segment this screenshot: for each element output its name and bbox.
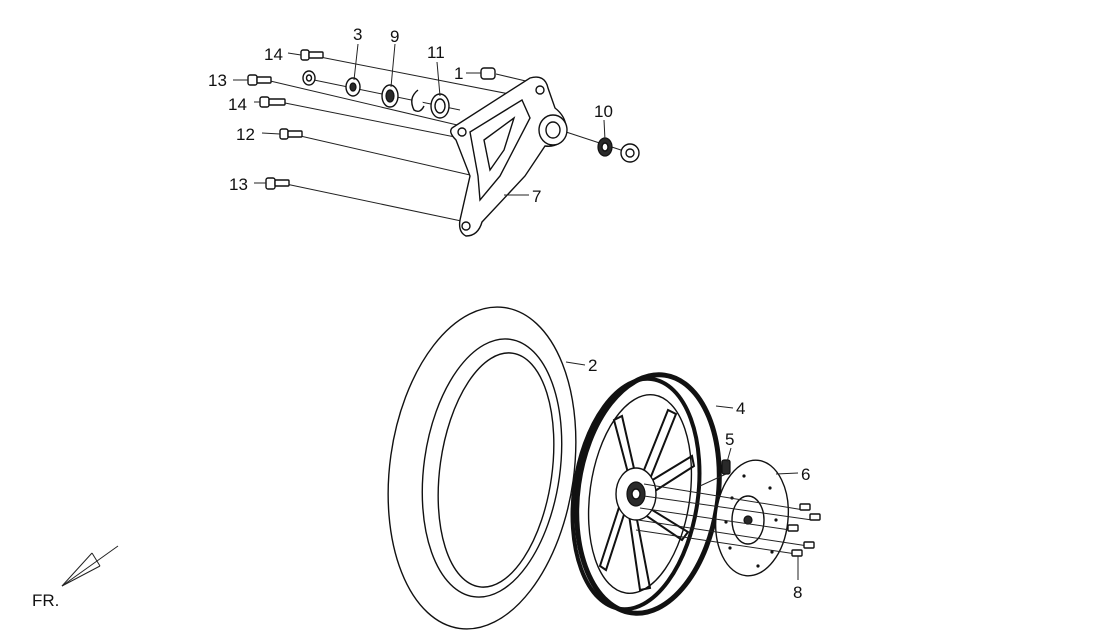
seal-9 xyxy=(381,84,399,108)
bolt-13-top xyxy=(247,74,272,86)
callout-5: 5 xyxy=(725,430,734,449)
callout-14-mid: 14 xyxy=(228,95,247,114)
circlip xyxy=(411,89,425,113)
bushing-11 xyxy=(430,93,450,119)
callout-3: 3 xyxy=(353,25,362,44)
callout-13-bottom: 13 xyxy=(229,175,248,194)
valve-stem xyxy=(699,459,731,487)
bolt-13-bottom xyxy=(265,177,290,190)
leader-lines xyxy=(233,43,799,580)
wheel-assembly xyxy=(387,306,821,630)
callout-12: 12 xyxy=(236,125,255,144)
bolt-14-top xyxy=(300,49,324,61)
disc-bolts xyxy=(787,503,821,557)
callout-6: 6 xyxy=(801,465,810,484)
callout-2: 2 xyxy=(588,356,597,375)
rim xyxy=(570,372,722,616)
bearing-3 xyxy=(345,77,361,97)
cap-1 xyxy=(480,67,496,80)
bolt-14-mid xyxy=(259,96,286,108)
bolt-12 xyxy=(279,128,303,140)
front-label: FR. xyxy=(32,591,59,610)
callout-13-top: 13 xyxy=(208,71,227,90)
swing-arm-bracket xyxy=(449,76,568,237)
rim-spokes xyxy=(598,408,696,592)
callout-8: 8 xyxy=(793,583,802,602)
callout-11: 11 xyxy=(427,43,445,62)
washer-10 xyxy=(597,137,613,157)
brake-disc xyxy=(635,459,813,577)
callout-14-top: 14 xyxy=(264,45,283,64)
callout-4: 4 xyxy=(736,399,745,418)
nut-small xyxy=(302,70,316,86)
tire xyxy=(387,306,577,630)
nut-flange xyxy=(620,143,640,163)
callout-1: 1 xyxy=(454,64,463,83)
swing-arm-assembly xyxy=(247,49,640,237)
callout-10: 10 xyxy=(594,102,613,121)
front-direction-arrow-icon xyxy=(61,545,119,587)
assembly-lines xyxy=(265,56,631,223)
callout-9: 9 xyxy=(390,27,399,46)
callout-7: 7 xyxy=(532,187,541,206)
callouts: 14 3 9 11 1 13 14 12 10 7 13 2 4 5 6 8 xyxy=(208,25,810,602)
